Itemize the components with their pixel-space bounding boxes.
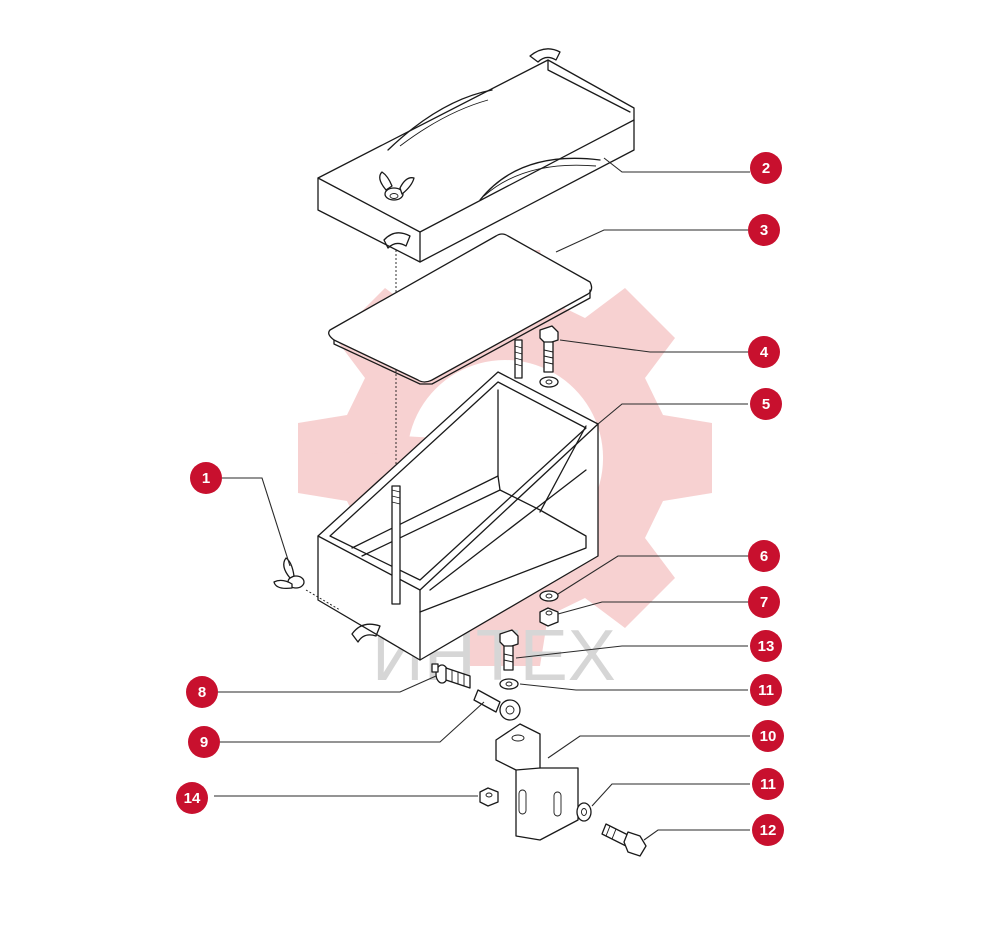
hex-nut-icon	[539, 607, 559, 627]
callout-badge-2: 2	[750, 152, 782, 184]
svg-text:6: 6	[760, 548, 768, 565]
svg-text:12: 12	[760, 822, 777, 839]
svg-text:8: 8	[198, 684, 206, 701]
callout-badge-11-lower: 11	[752, 768, 784, 800]
svg-text:3: 3	[760, 222, 768, 239]
threaded-stud-icon	[431, 663, 471, 689]
box-stud-icon	[514, 339, 523, 379]
middle-washer-icon	[499, 678, 519, 690]
callout-badge-3: 3	[748, 214, 780, 246]
leader-lines	[200, 157, 750, 841]
callout-badge-12: 12	[752, 814, 784, 846]
svg-text:14: 14	[184, 790, 201, 807]
washer-icon	[539, 590, 559, 602]
svg-text:4: 4	[760, 344, 769, 361]
gasket-plate-icon	[328, 233, 593, 385]
svg-text:13: 13	[758, 638, 775, 655]
callout-badge-11-upper: 11	[750, 674, 782, 706]
callout-badge-7: 7	[748, 586, 780, 618]
svg-text:1: 1	[202, 470, 210, 487]
callout-badge-4: 4	[748, 336, 780, 368]
side-wing-nut-icon	[273, 557, 341, 611]
callout-badge-10: 10	[752, 720, 784, 752]
svg-text:7: 7	[760, 594, 768, 611]
svg-text:9: 9	[200, 734, 208, 751]
svg-text:10: 10	[760, 728, 777, 745]
callout-badge-1: 1	[190, 462, 222, 494]
mounting-bracket-icon	[495, 723, 579, 841]
hopper-lid-icon	[317, 48, 635, 263]
svg-text:5: 5	[762, 396, 770, 413]
callout-badge-5: 5	[750, 388, 782, 420]
svg-text:2: 2	[762, 160, 770, 177]
middle-bolt-icon	[499, 629, 519, 671]
hopper-box-icon	[317, 371, 599, 661]
callout-badge-6: 6	[748, 540, 780, 572]
callout-badge-13: 13	[750, 630, 782, 662]
ball-joint-icon	[473, 689, 521, 721]
bottom-bolt-icon	[601, 823, 647, 857]
callout-badge-14: 14	[176, 782, 208, 814]
callout-badge-8: 8	[186, 676, 218, 708]
bottom-washer-icon	[576, 802, 592, 822]
lid-wing-nut-icon	[379, 171, 415, 201]
top-bolt-icon	[539, 325, 559, 388]
svg-text:11: 11	[760, 776, 776, 793]
bottom-nut-icon	[479, 787, 499, 807]
callout-badge-9: 9	[188, 726, 220, 758]
svg-text:11: 11	[758, 682, 774, 699]
